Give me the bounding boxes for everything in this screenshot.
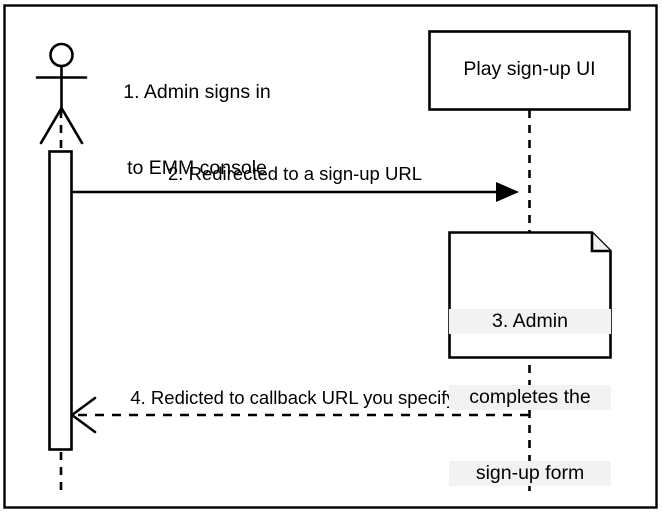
participant-box-play-sign-up-ui bbox=[428, 30, 631, 111]
note-step-3 bbox=[448, 231, 612, 359]
message-4-arrow bbox=[70, 396, 529, 434]
actor-activation-bar bbox=[48, 150, 73, 451]
stick-figure-actor-icon bbox=[35, 42, 88, 145]
note-folded-corner-icon bbox=[590, 232, 611, 253]
message-2-arrow bbox=[71, 182, 519, 202]
